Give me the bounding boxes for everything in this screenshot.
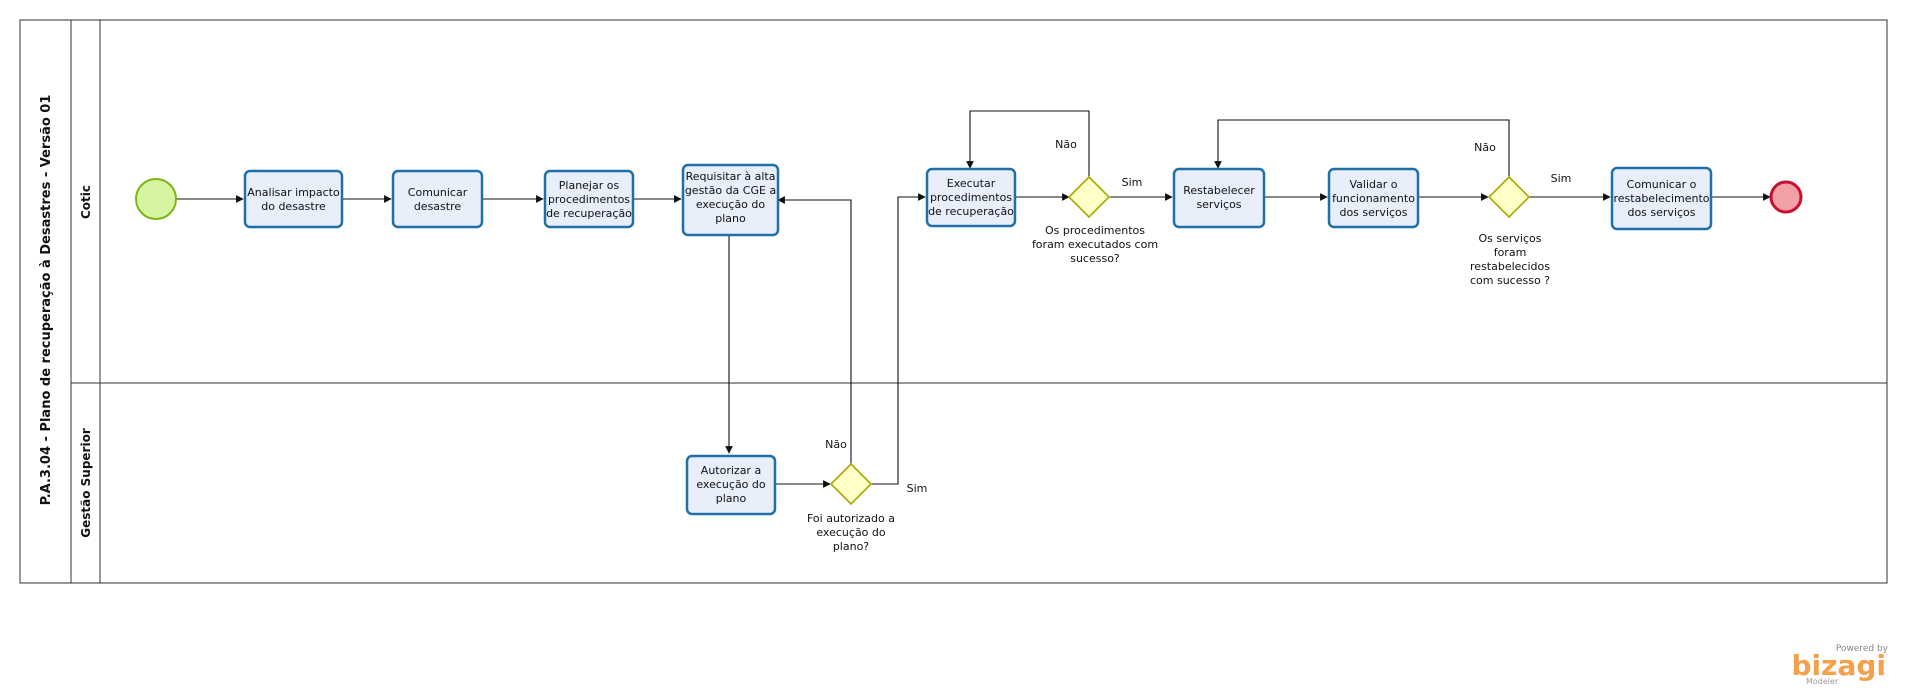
pool-title: P.A.3.04 - Plano de recuperação à Desast… (39, 95, 54, 506)
flow-label-sim-3: Sim (1551, 172, 1572, 185)
flow-label-sim-2: Sim (1122, 176, 1143, 189)
pool: P.A.3.04 - Plano de recuperação à Desast… (19, 19, 1888, 584)
flow-label-nao-1: Não (825, 438, 847, 451)
flow-label-sim-1: Sim (907, 482, 928, 495)
start-event[interactable] (135, 178, 177, 220)
brand-text: bizagi (1792, 649, 1886, 682)
product-text: Modeler (1806, 677, 1839, 686)
flow-gateway2-nao-executar (966, 110, 1090, 177)
flow-label-nao-3: Não (1474, 141, 1496, 154)
flow-gateway-sim-executar (871, 193, 926, 485)
bizagi-logo: Powered by bizagi Modeler (1792, 644, 1889, 686)
flow-label-nao-2: Não (1055, 138, 1077, 151)
powered-by-text: Powered by (1836, 644, 1889, 654)
flow-gateway3-nao-restabelecer (1214, 119, 1510, 177)
lane-label-cotic: Cotic (79, 185, 93, 219)
sequence-flows (176, 110, 1771, 488)
lane-label-gestao-superior: Gestão Superior (79, 428, 93, 538)
end-event[interactable] (1769, 180, 1803, 214)
flow-gateway-nao-requisitar (777, 196, 852, 464)
